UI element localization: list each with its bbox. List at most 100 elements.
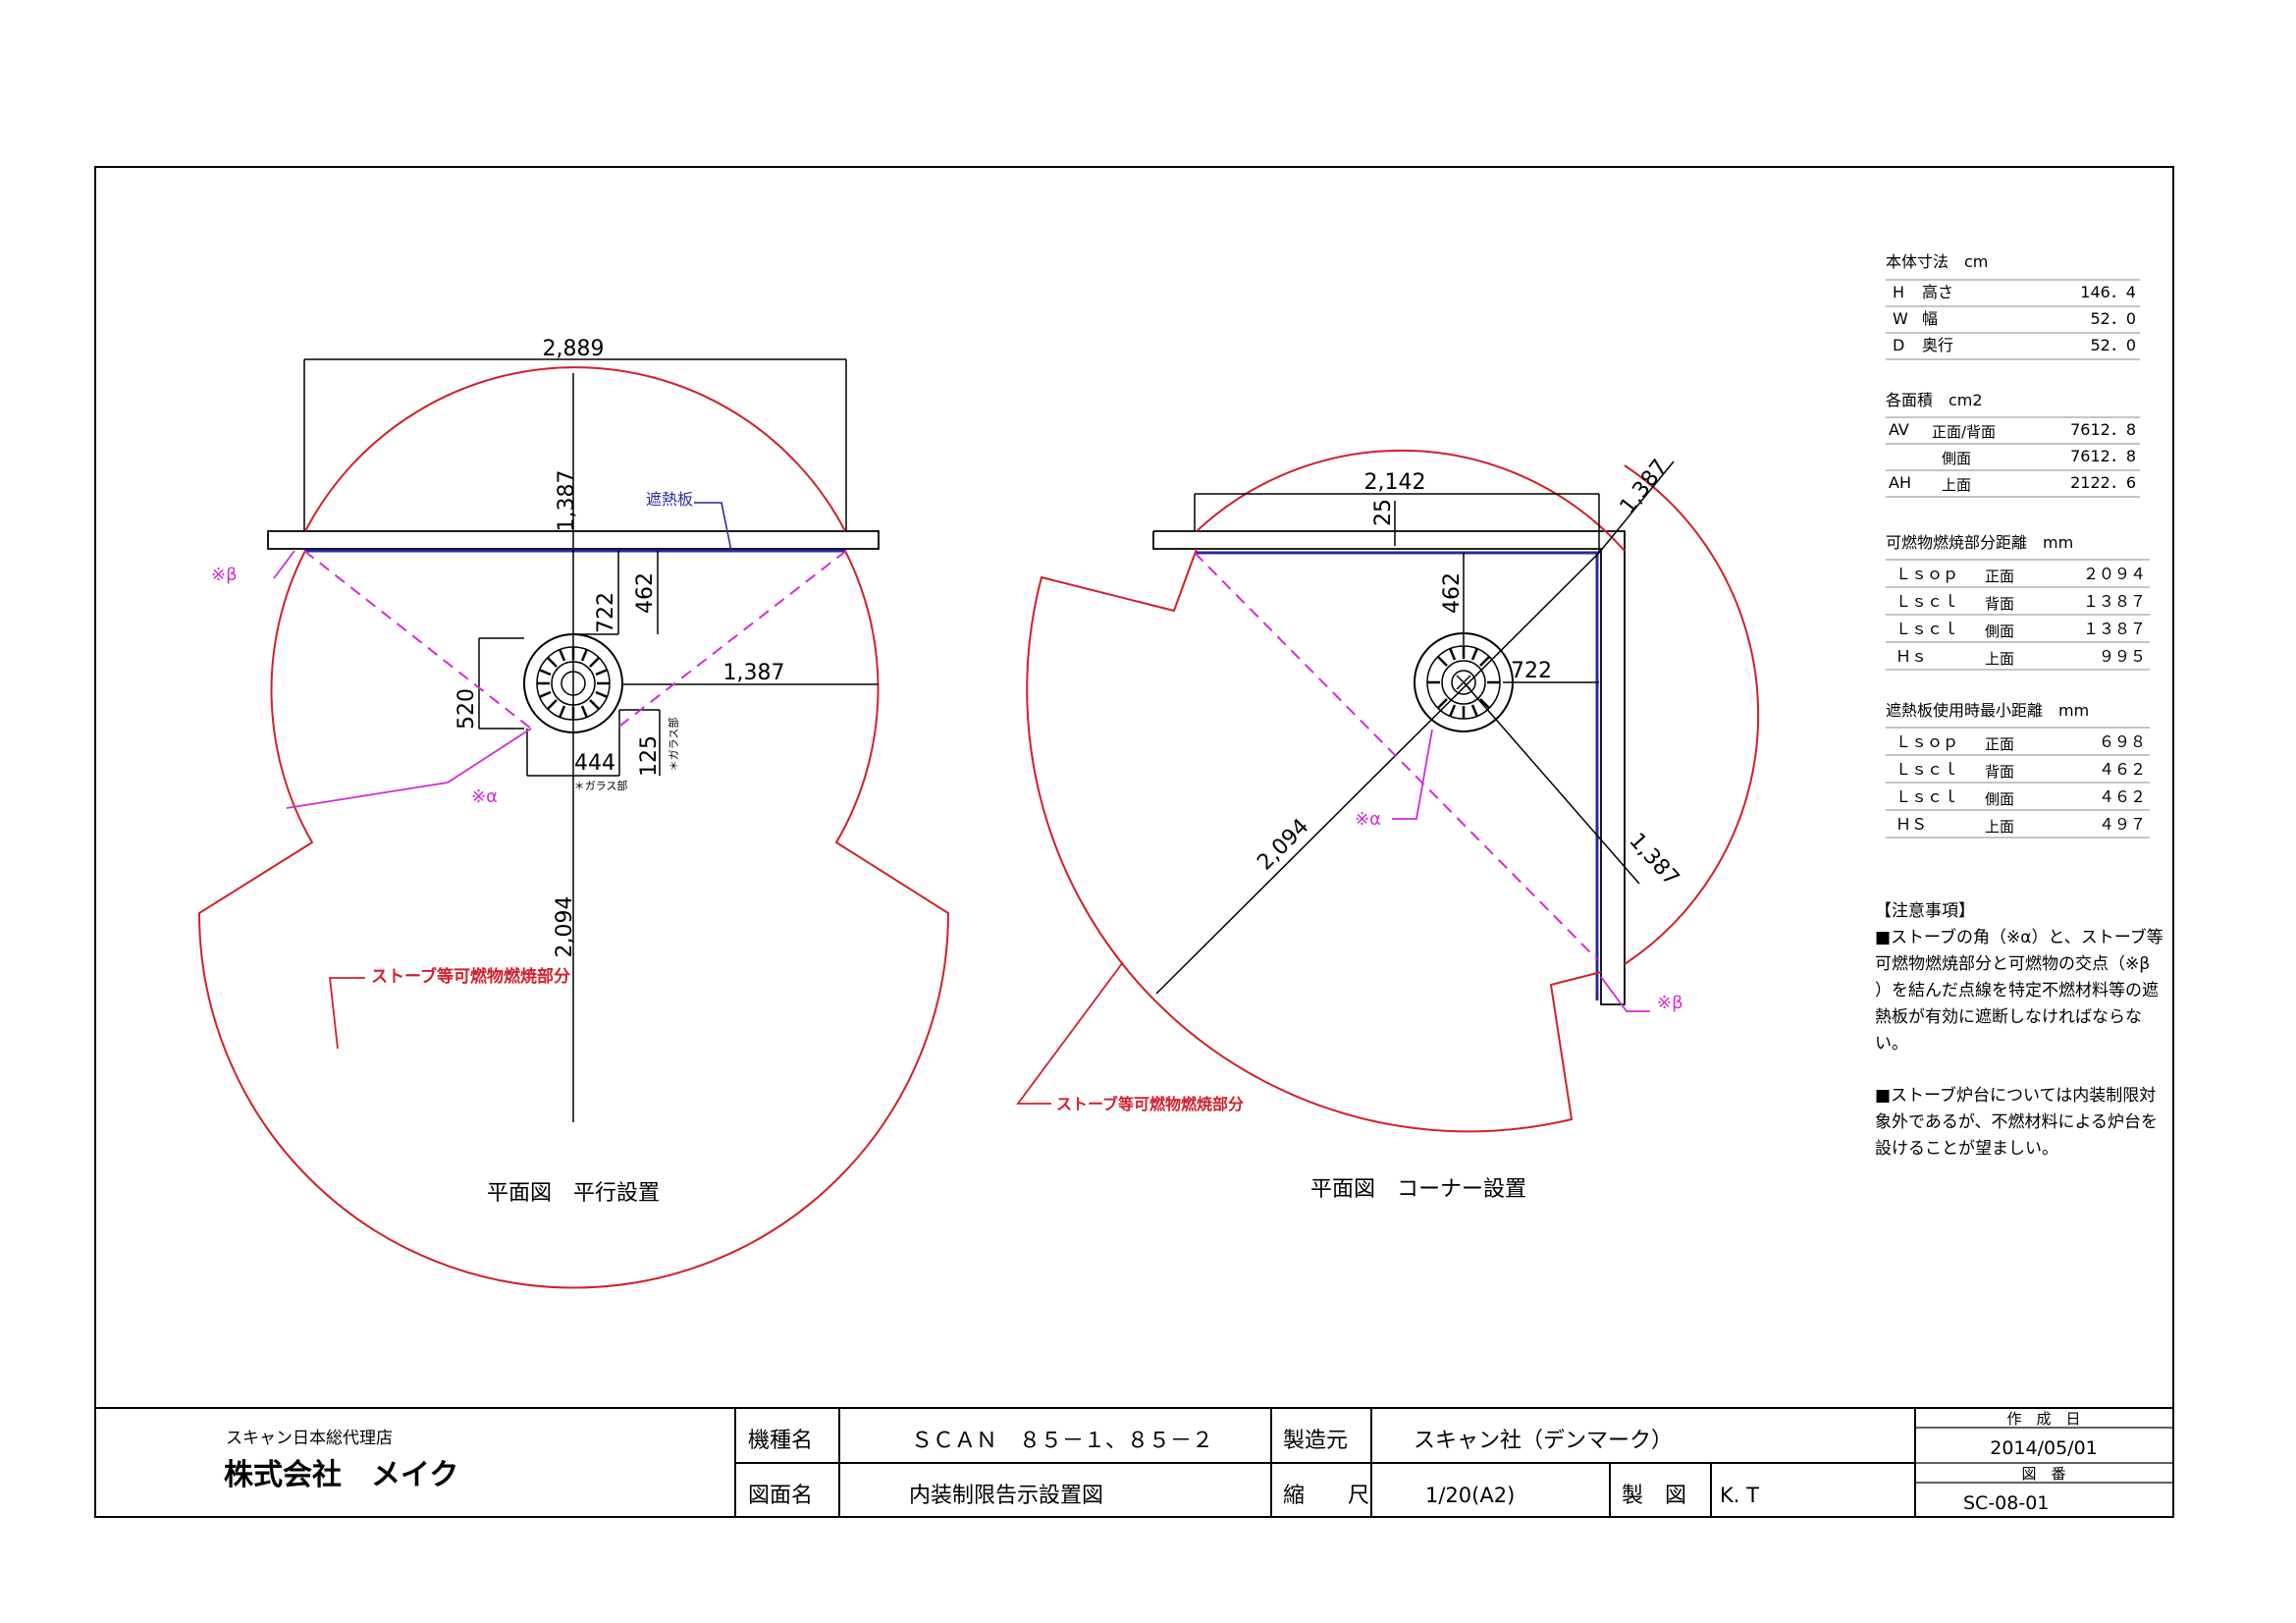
left-caption: 平面図 平行設置 bbox=[487, 1181, 660, 1206]
notes-panel: 【注意事項】 ■ストーブの角（※α）と、ストーブ等 可燃物燃焼部分と可燃物の交点… bbox=[1875, 898, 2169, 1163]
spec-shield-value-2: ４６２ bbox=[2099, 787, 2146, 806]
right-dim-width: 2,142 bbox=[1364, 470, 1426, 495]
left-dim-520: 520 bbox=[454, 688, 479, 730]
spec-tables: 本体寸法 cm H 高さ 146．4 W 幅 52．0 D 奥行 52．0 各面… bbox=[1886, 252, 2150, 839]
left-drawing: 2,889 1,387 722 462 1,387 520 444 125 ＊ガ… bbox=[197, 337, 950, 1289]
number-label: 図 番 bbox=[2021, 1465, 2065, 1483]
scale-value: 1/20(A2) bbox=[1425, 1484, 1515, 1507]
spec-shield-value-0: ６９８ bbox=[2099, 732, 2146, 751]
date-label: 作 成 日 bbox=[2006, 1410, 2080, 1428]
right-dimension-lines bbox=[1155, 460, 1675, 995]
spec-area-label-top: 上面 bbox=[1942, 476, 1971, 494]
right-stove-vents bbox=[1427, 646, 1500, 719]
right-beta-label: ※β bbox=[1657, 993, 1683, 1013]
spec-shield-code-0: Ｌｓｏｐ bbox=[1896, 732, 1958, 751]
spec-comb-code-2: Ｌｓｃｌ bbox=[1896, 620, 1958, 638]
spec-area-code-av: AV bbox=[1889, 420, 1909, 439]
title-block: スキャン日本総代理店 株式会社 メイク 機種名 ＳＣＡＮ ８５－１、８５－２ 図… bbox=[95, 1407, 2173, 1517]
dealer-name: 株式会社 メイク bbox=[224, 1458, 458, 1492]
left-burn-arc-top bbox=[304, 366, 846, 532]
scale-label: 縮 尺 bbox=[1283, 1484, 1369, 1508]
drafter-label: 製 図 bbox=[1622, 1484, 1686, 1508]
spec-body-value-d: 52．0 bbox=[2090, 336, 2136, 354]
right-dim-1387-side: 1,387 bbox=[1624, 829, 1683, 892]
spec-shield-code-2: Ｌｓｃｌ bbox=[1896, 787, 1958, 806]
right-leaders bbox=[1392, 729, 1650, 1012]
spec-shield-label-1: 背面 bbox=[1985, 763, 2014, 781]
left-alpha-label: ※α bbox=[471, 786, 498, 807]
spec-area-value-top: 2122．6 bbox=[2070, 473, 2136, 492]
spec-area-label-front: 正面/背面 bbox=[1932, 423, 1996, 441]
spec-comb-value-3: ９９５ bbox=[2099, 647, 2146, 666]
spec-comb-code-0: Ｌｓｏｐ bbox=[1896, 565, 1958, 583]
spec-shield-value-3: ４９７ bbox=[2099, 815, 2146, 834]
spec-body-label-h: 高さ bbox=[1922, 283, 1953, 301]
drawing-label: 図面名 bbox=[748, 1484, 813, 1508]
left-burn-leader bbox=[328, 977, 365, 1050]
spec-body-label-w: 幅 bbox=[1922, 309, 1938, 328]
left-dim-444: 444 bbox=[574, 751, 615, 776]
spec-body-label-d: 奥行 bbox=[1922, 336, 1953, 354]
spec-shield-code-3: ＨＳ bbox=[1896, 815, 1927, 834]
spec-body-code-h: H bbox=[1893, 283, 1904, 301]
number-value: SC-08-01 bbox=[1963, 1492, 2049, 1514]
model-label: 機種名 bbox=[748, 1429, 813, 1453]
note2-line-3: 設けることが望ましい。 bbox=[1875, 1139, 2058, 1159]
drafter-value: K. T bbox=[1720, 1484, 1759, 1507]
spec-comb-value-0: ２０９４ bbox=[2083, 565, 2146, 583]
spec-comb-label-1: 背面 bbox=[1985, 595, 2014, 613]
date-value: 2014/05/01 bbox=[1990, 1437, 2098, 1459]
spec-comb-label-2: 側面 bbox=[1985, 622, 2014, 640]
right-caption: 平面図 コーナー設置 bbox=[1310, 1177, 1526, 1202]
left-dimension-lines bbox=[303, 358, 879, 1122]
left-burn-label: ストーブ等可燃物燃焼部分 bbox=[371, 966, 570, 987]
model-value: ＳＣＡＮ ８５－１、８５－２ bbox=[911, 1429, 1213, 1453]
notes-heading: 【注意事項】 bbox=[1875, 901, 1975, 921]
right-alpha-label: ※α bbox=[1355, 809, 1381, 830]
spec-body-code-d: D bbox=[1893, 336, 1904, 354]
spec-shield-label-3: 上面 bbox=[1985, 818, 2014, 836]
right-corner-wall bbox=[1152, 530, 1626, 1005]
left-dim-front: 2,094 bbox=[553, 896, 577, 958]
note2-line-1: ■ストーブ炉台については内装制限対 bbox=[1875, 1086, 2157, 1106]
right-dim-462: 462 bbox=[1440, 572, 1465, 614]
spec-comb-value-2: １３８７ bbox=[2083, 620, 2146, 638]
drawing-value: 内装制限告示設置図 bbox=[909, 1484, 1103, 1508]
right-dim-722: 722 bbox=[1511, 659, 1552, 683]
spec-area-value-side: 7612．8 bbox=[2070, 447, 2136, 465]
spec-shield-label-2: 側面 bbox=[1985, 790, 2014, 808]
left-dim-back: 1,387 bbox=[555, 470, 579, 532]
right-dim-1387-top: 1,387 bbox=[1616, 455, 1673, 518]
spec-shield-code-1: Ｌｓｃｌ bbox=[1896, 760, 1958, 779]
note1-line-3: ）を結んだ点線を特定不燃材料等の遮 bbox=[1875, 981, 2159, 1001]
left-protection-lines bbox=[303, 550, 847, 730]
note1-line-4: 熱板が有効に遮断しなければならない。 bbox=[1875, 1007, 2142, 1054]
right-burn-zone bbox=[1026, 548, 1602, 1133]
note1-line-1: ■ストーブの角（※α）と、ストーブ等 bbox=[1875, 928, 2163, 947]
sheet-frame bbox=[94, 166, 2174, 1518]
spec-body-value-h: 146．4 bbox=[2080, 283, 2136, 301]
left-dim-125: 125 bbox=[637, 735, 662, 777]
spec-area-value-front: 7612．8 bbox=[2070, 420, 2136, 439]
note2-line-2: 象外であるが、不燃材料による炉台を bbox=[1875, 1112, 2158, 1132]
spec-comb-code-3: Ｈｓ bbox=[1896, 647, 1927, 666]
spec-comb-value-1: １３８７ bbox=[2083, 592, 2146, 611]
dealer-subtitle: スキャン日本総代理店 bbox=[226, 1429, 393, 1448]
spec-area-code-ah: AH bbox=[1889, 473, 1911, 492]
spec-shield-heading: 遮熱板使用時最小距離 mm bbox=[1886, 701, 2089, 720]
left-glass-note-bottom: ＊ガラス部 bbox=[574, 779, 628, 792]
spec-body-heading: 本体寸法 cm bbox=[1886, 252, 1988, 271]
right-drawing: 2,142 25 1,387 462 722 2,094 1,387 ※α ※β… bbox=[1016, 449, 1760, 1202]
left-dim-722: 722 bbox=[594, 592, 618, 633]
notes-gap bbox=[1875, 1057, 2169, 1083]
left-burn-zone bbox=[197, 550, 950, 1289]
spec-shield-label-0: 正面 bbox=[1985, 735, 2014, 753]
right-protection-line bbox=[1194, 552, 1598, 960]
spec-comb-code-1: Ｌｓｃｌ bbox=[1896, 592, 1958, 611]
spec-comb-label-0: 正面 bbox=[1985, 568, 2014, 585]
left-dim-width: 2,889 bbox=[543, 337, 605, 361]
left-shield-label: 遮熱板 bbox=[646, 490, 693, 509]
spec-body-code-w: W bbox=[1893, 309, 1908, 328]
left-shield-leader bbox=[694, 502, 732, 552]
right-burn-leader bbox=[1016, 961, 1124, 1105]
